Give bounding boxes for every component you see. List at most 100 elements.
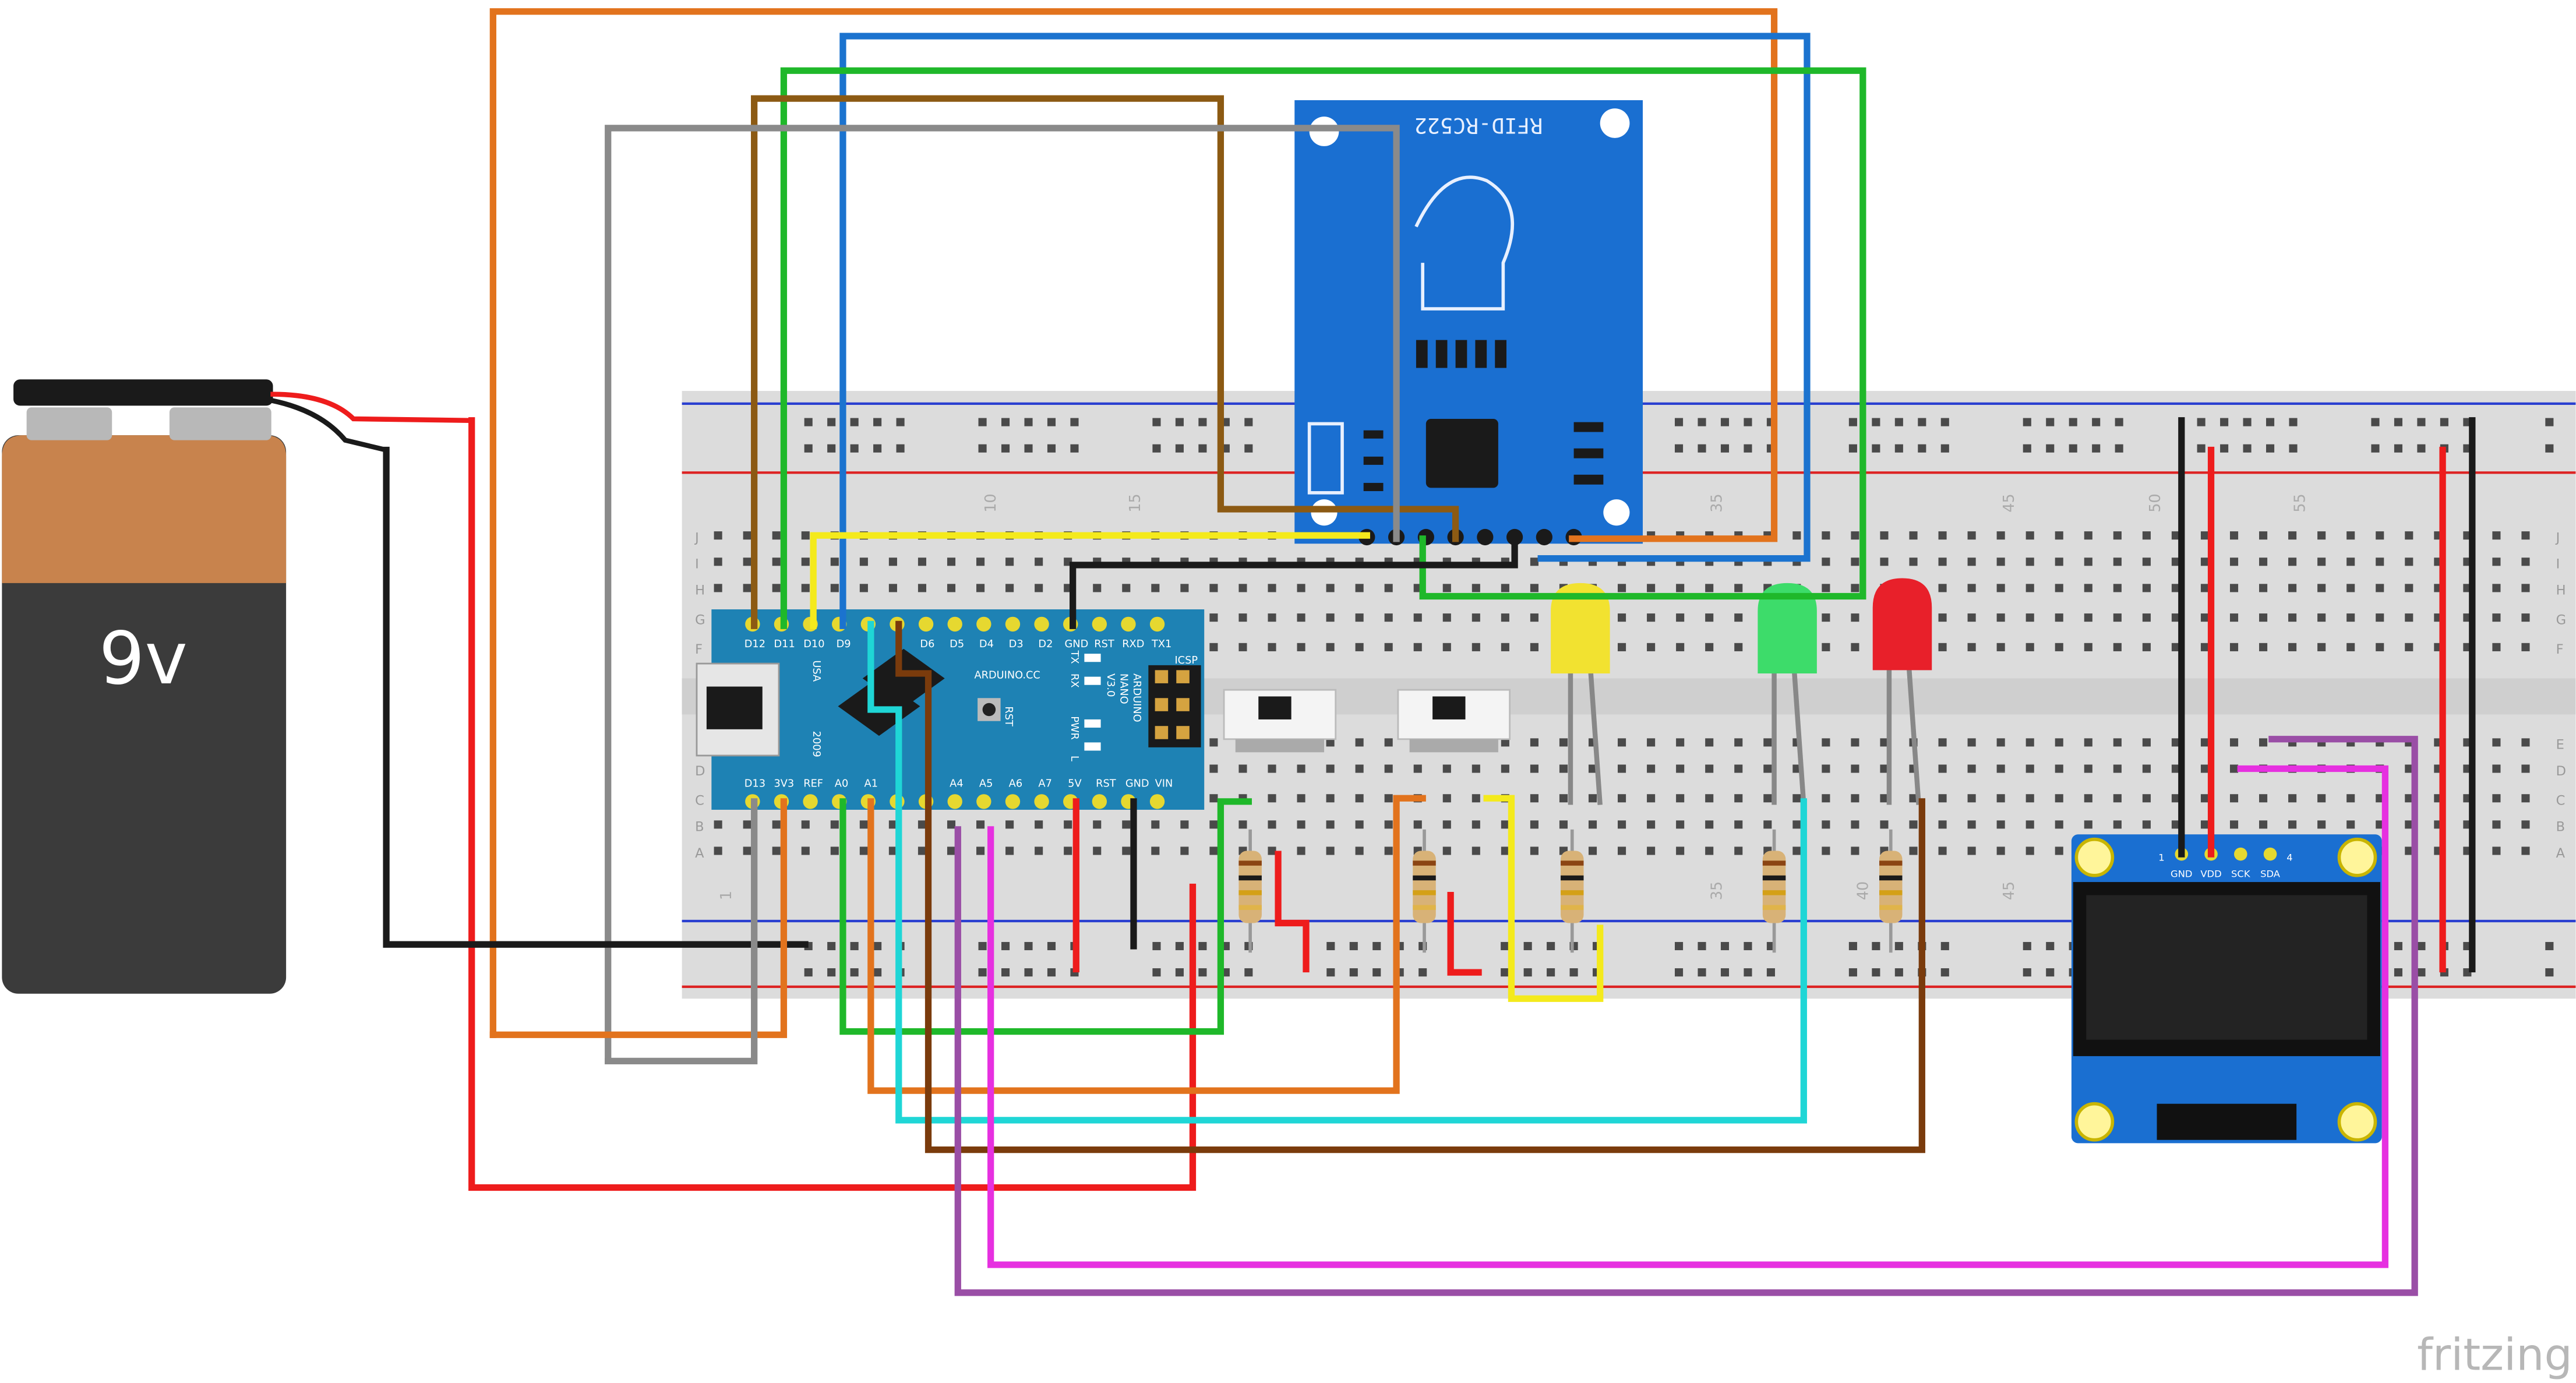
breadboard-hole — [2492, 738, 2501, 747]
breadboard-hole — [2346, 531, 2355, 540]
nano-pin — [976, 616, 991, 632]
breadboard-hole — [1618, 643, 1626, 651]
breadboard-hole — [1001, 968, 1010, 977]
breadboard-hole — [1851, 764, 1859, 773]
nano-rst-label: RST — [1003, 706, 1014, 726]
breadboard-hole — [1705, 764, 1714, 773]
resistor-band — [1561, 905, 1584, 910]
breadboard-hole — [1763, 794, 1772, 803]
breadboard-hole — [1326, 941, 1335, 951]
breadboard-hole — [2288, 558, 2297, 566]
breadboard-hole — [1413, 613, 1422, 622]
breadboard-hole — [1618, 846, 1626, 855]
breadboard-hole — [1647, 794, 1656, 803]
breadboard-hole — [804, 444, 813, 453]
breadboard-hole — [2317, 558, 2326, 566]
breadboard-hole — [2171, 794, 2180, 803]
red-wire — [1447, 891, 1482, 976]
breadboard-hole — [1940, 968, 1949, 977]
breadboard-hole — [1909, 846, 1918, 855]
breadboard-hole — [2113, 764, 2122, 773]
breadboard-hole — [1996, 846, 2005, 855]
slide-switch-1[interactable] — [1223, 689, 1337, 753]
breadboard-hole — [2346, 584, 2355, 592]
breadboard-hole — [1996, 764, 2005, 773]
breadboard-hole — [1355, 738, 1364, 747]
breadboard-hole — [947, 846, 956, 855]
green-wire — [780, 67, 1866, 629]
breadboard-hole — [2317, 820, 2326, 829]
breadboard-hole — [743, 584, 751, 592]
breadboard-hole — [1822, 643, 1830, 651]
breadboard-hole — [1349, 968, 1358, 977]
nano-pin — [1005, 794, 1021, 809]
breadboard-hole — [1005, 584, 1014, 592]
gray-wire — [605, 125, 1400, 1065]
breadboard-hole — [873, 444, 882, 453]
breadboard-hole — [2055, 643, 2063, 651]
breadboard-hole — [2055, 531, 2063, 540]
resistor-band — [1762, 875, 1786, 881]
breadboard-hole — [1326, 794, 1335, 803]
breadboard-hole — [1938, 846, 1947, 855]
breadboard-hole — [947, 558, 956, 566]
breadboard-hole — [1070, 418, 1079, 426]
breadboard-hole — [1938, 764, 1947, 773]
breadboard-hole — [2492, 558, 2501, 566]
resistor-band — [1413, 860, 1436, 866]
nano-pin — [1034, 794, 1049, 809]
fritzing-watermark: fritzing — [2417, 1328, 2573, 1380]
slide-switch-2[interactable] — [1397, 689, 1511, 753]
breadboard-hole — [2142, 764, 2151, 773]
breadboard-hole — [1442, 584, 1451, 592]
breadboard-hole — [1967, 738, 1976, 747]
breadboard-hole — [1209, 613, 1218, 622]
breadboard-hole — [1442, 820, 1451, 829]
breadboard-hole — [2521, 531, 2530, 540]
breadboard-hole — [2229, 613, 2239, 622]
breadboard-hole — [1472, 820, 1480, 829]
breadboard-hole — [1763, 764, 1772, 773]
row-label: C — [695, 793, 704, 809]
breadboard-hole — [1501, 941, 1509, 951]
breadboard-hole — [873, 968, 882, 977]
breadboard-hole — [1647, 643, 1656, 651]
row-label: B — [2556, 820, 2565, 835]
breadboard-hole — [2266, 444, 2275, 453]
breadboard-hole — [1180, 584, 1189, 592]
breadboard-hole — [1734, 584, 1743, 592]
breadboard-hole — [772, 584, 781, 592]
breadboard-hole — [1674, 444, 1684, 453]
breadboard-hole — [1151, 820, 1160, 829]
breadboard-hole — [1209, 584, 1218, 592]
breadboard-hole — [714, 846, 722, 855]
breadboard-hole — [1442, 846, 1451, 855]
breadboard-hole — [1268, 764, 1276, 773]
battery-red-lead — [270, 391, 475, 424]
breadboard-hole — [2521, 738, 2530, 747]
breadboard-hole — [1940, 444, 1949, 453]
breadboard-hole — [978, 968, 987, 977]
breadboard-hole — [804, 418, 813, 426]
nano-pin — [1149, 794, 1165, 809]
breadboard-hole — [1268, 846, 1276, 855]
breadboard-hole — [2289, 444, 2298, 453]
breadboard-hole — [2289, 418, 2298, 426]
breadboard-hole — [1996, 613, 2005, 622]
nano-pin-label: D9 — [837, 638, 851, 650]
breadboard-hole — [2317, 584, 2326, 592]
row-label: G — [695, 612, 705, 627]
breadboard-hole — [1618, 738, 1626, 747]
breadboard-hole — [1872, 941, 1880, 951]
breadboard-hole — [1848, 444, 1857, 453]
breadboard-hole — [2171, 738, 2180, 747]
breadboard-hole — [1093, 584, 1102, 592]
breadboard-hole — [2229, 764, 2239, 773]
breadboard-hole — [1175, 418, 1184, 426]
resistor-band — [1413, 875, 1436, 881]
column-number: 35 — [1707, 493, 1725, 512]
breadboard-hole — [2113, 531, 2122, 540]
breadboard-hole — [918, 584, 927, 592]
breadboard-hole — [2115, 418, 2123, 426]
breadboard-hole — [2259, 531, 2268, 540]
